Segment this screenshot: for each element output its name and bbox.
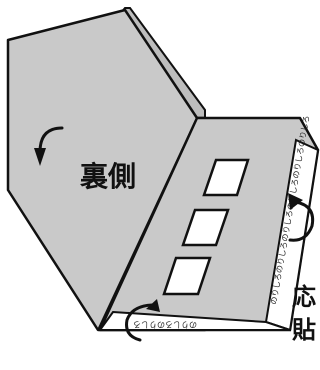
window-2 [181, 208, 230, 247]
glue-strip-bottom-text: のりしろのりしろ [133, 320, 197, 329]
curved-arrow-icon [288, 193, 315, 242]
glue-strip-bottom [98, 310, 291, 331]
side-label-line2: 貼 [292, 316, 316, 344]
curved-arrow-icon [125, 299, 160, 342]
curved-arrow-icon [34, 126, 64, 166]
back-side-label: 裏側 [80, 160, 136, 193]
side-label-line1: 応 [292, 283, 316, 311]
window-1 [202, 158, 250, 197]
window-3 [162, 256, 212, 296]
